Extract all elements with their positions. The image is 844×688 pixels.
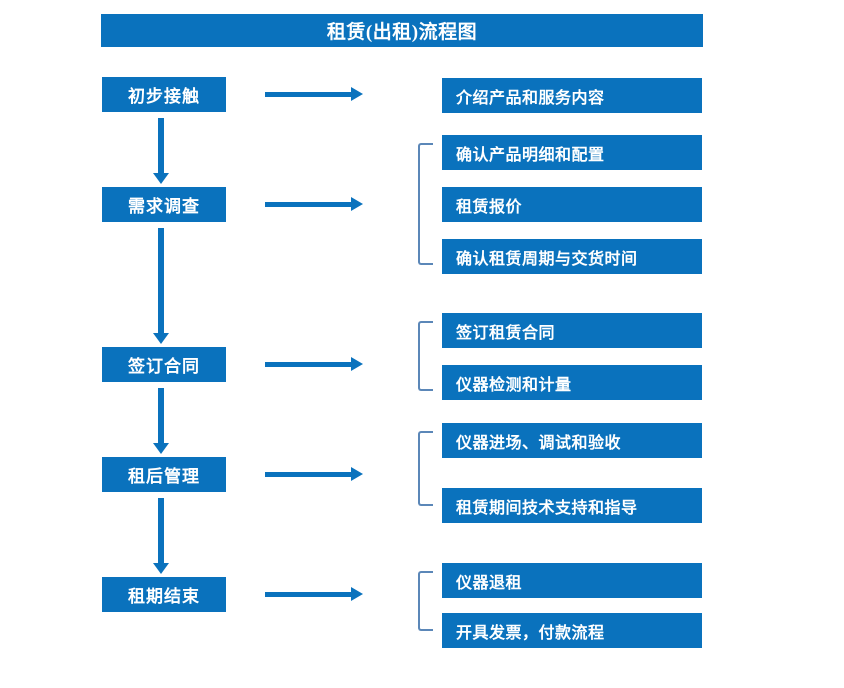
vertical-arrow-4 bbox=[153, 498, 169, 574]
group-bracket-1 bbox=[418, 143, 433, 265]
vertical-arrow-3 bbox=[153, 388, 169, 454]
horizontal-arrow-2 bbox=[265, 197, 363, 211]
group-bracket-4 bbox=[418, 571, 433, 631]
detail-box-2[interactable]: 确认产品明细和配置 bbox=[442, 135, 702, 170]
detail-box-5[interactable]: 签订租赁合同 bbox=[442, 313, 702, 348]
detail-box-10[interactable]: 开具发票，付款流程 bbox=[442, 613, 702, 648]
horizontal-arrow-5 bbox=[265, 587, 363, 601]
detail-box-8[interactable]: 租赁期间技术支持和指导 bbox=[442, 488, 702, 523]
horizontal-arrow-4 bbox=[265, 467, 363, 481]
group-bracket-3 bbox=[418, 431, 433, 506]
detail-box-4[interactable]: 确认租赁周期与交货时间 bbox=[442, 239, 702, 274]
vertical-arrow-2 bbox=[153, 228, 169, 344]
page-title: 租赁(出租)流程图 bbox=[101, 14, 703, 47]
detail-box-7[interactable]: 仪器进场、调试和验收 bbox=[442, 423, 702, 458]
vertical-arrow-1 bbox=[153, 118, 169, 184]
group-bracket-2 bbox=[418, 321, 433, 391]
detail-box-1[interactable]: 介绍产品和服务内容 bbox=[442, 78, 702, 113]
horizontal-arrow-3 bbox=[265, 357, 363, 371]
detail-box-9[interactable]: 仪器退租 bbox=[442, 563, 702, 598]
horizontal-arrow-1 bbox=[265, 87, 363, 101]
detail-box-6[interactable]: 仪器检测和计量 bbox=[442, 365, 702, 400]
stage-box-3[interactable]: 签订合同 bbox=[102, 347, 226, 382]
stage-box-4[interactable]: 租后管理 bbox=[102, 457, 226, 492]
stage-box-2[interactable]: 需求调查 bbox=[102, 187, 226, 222]
stage-box-1[interactable]: 初步接触 bbox=[102, 77, 226, 112]
detail-box-3[interactable]: 租赁报价 bbox=[442, 187, 702, 222]
stage-box-5[interactable]: 租期结束 bbox=[102, 577, 226, 612]
